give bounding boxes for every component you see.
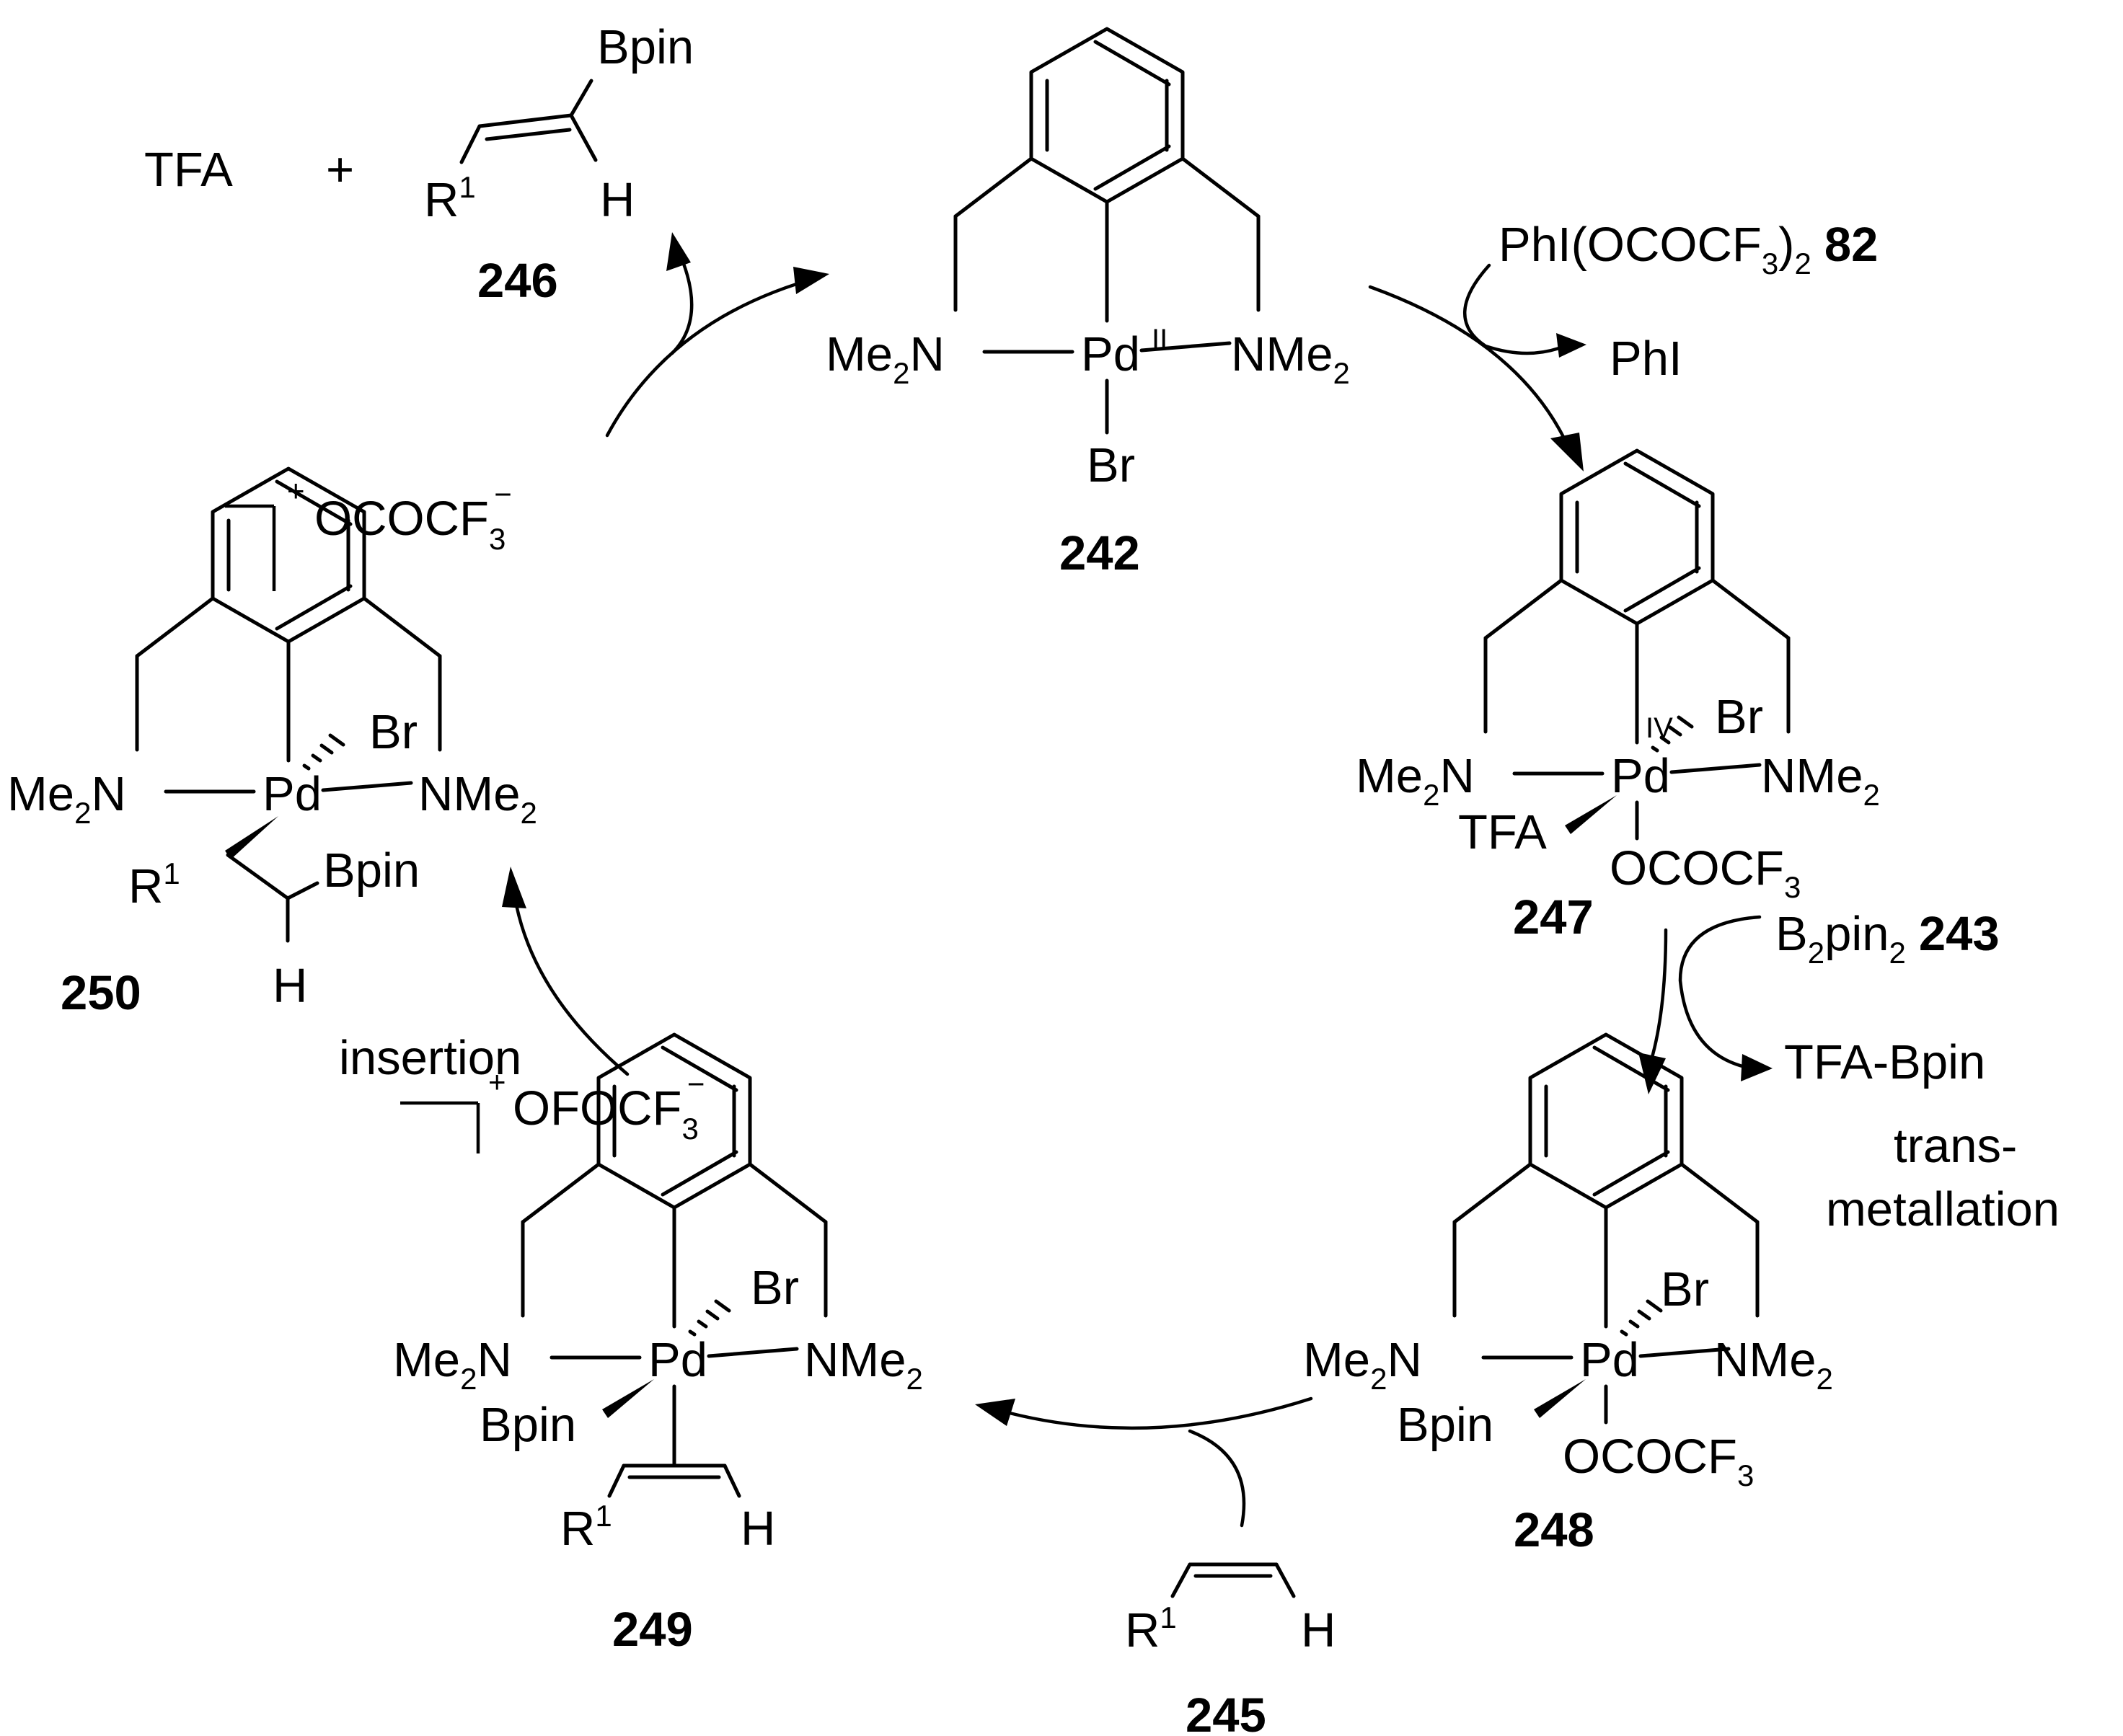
trifluoroacetate-ligand-label: OCOCF3 [1610,841,1801,904]
oxidation-state-label: II [1152,324,1168,355]
r1-substituent-label: R1 [424,170,476,227]
tfa-ligand-label: TFA [1458,805,1547,859]
compound-249: Me2N Pd NMe2 Br Bpin R1 H 249 + OFOCF3− [393,1035,923,1657]
arrow-insertion [502,867,630,1076]
compound-number-250: 250 [61,966,141,1020]
counter-ion-label: OFOCF3− [513,1067,705,1146]
cation-bracket [225,504,276,591]
bromide-label: Br [1661,1262,1709,1316]
alkyl-h-label: H [273,959,307,1013]
compound-number-245: 245 [1186,1688,1266,1736]
bromide-label: Br [1715,690,1763,744]
transmetallation-label-line1: trans- [1894,1119,2017,1173]
tfa-bpin-byproduct-label: TFA-Bpin [1784,1035,1985,1089]
compound-247: IV Me2N Pd NMe2 Br TFA OCOCF3 247 [1356,451,1880,944]
compound-246: TFA + Bpin R1 H 246 [144,20,694,308]
palladium-label: Pd [1580,1333,1639,1387]
vinyl-h-label: H [741,1502,775,1556]
oxidation-state-label: IV [1646,712,1673,744]
palladium-label: Pd [1081,327,1140,381]
insertion-label: insertion [339,1031,521,1085]
amine-right-label: NMe2 [1714,1333,1833,1396]
compound-number-249: 249 [612,1603,693,1657]
bpin-substituent-label: Bpin [597,20,694,74]
amine-right-label: NMe2 [1231,327,1350,390]
transmetallation-label-line2: metallation [1826,1182,2060,1236]
compound-245: R1 H 245 [1125,1562,1336,1736]
palladium-label: Pd [648,1333,707,1387]
amine-right-label: NMe2 [1761,749,1880,812]
plus-sign: + [326,143,354,197]
amine-right-label: NMe2 [804,1333,923,1396]
bpin-ligand-label: Bpin [1397,1398,1493,1452]
vinyl-h-label: H [600,173,635,227]
arrow-oxidative-addition [1368,263,1586,471]
amine-left-label: Me2N [826,327,945,390]
amine-left-label: Me2N [393,1333,512,1396]
cation-charge-label: + [488,1065,506,1099]
amine-left-label: Me2N [7,767,126,830]
compound-248: Me2N Pd NMe2 Br Bpin OCOCF3 248 [1303,1035,1833,1557]
arrow-transmetallation [1638,915,1773,1094]
amine-left-label: Me2N [1356,749,1475,812]
bpin-substituent-label: Bpin [323,843,420,898]
vinyl-h-label: H [1301,1603,1336,1657]
cation-charge-label: + [287,474,305,508]
tfa-coproduct-label: TFA [144,143,233,197]
r1-substituent-label: R1 [1125,1600,1177,1657]
bromide-label: Br [1087,438,1135,492]
palladium-label: Pd [1611,749,1670,803]
compound-number-246: 246 [477,254,558,308]
bromide-label: Br [751,1261,799,1315]
arrow-alkene-coordination [975,1396,1313,1528]
amine-left-label: Me2N [1303,1333,1422,1396]
compound-number-248: 248 [1514,1503,1594,1557]
palladium-label: Pd [262,767,322,821]
cation-bracket [400,1101,480,1153]
compound-number-242: 242 [1059,526,1140,580]
counter-ion-label: OCOCF3− [314,477,512,556]
amine-right-label: NMe2 [418,767,537,830]
bpin-ligand-label: Bpin [480,1398,576,1452]
compound-250: Me2N Pd NMe2 Br R1 Bpin H 250 + OCOCF3− [7,469,537,1020]
iodobenzene-byproduct-label: PhI [1610,332,1682,386]
r1-substituent-label: R1 [128,856,180,913]
arrow-product-release [605,232,829,438]
bromide-label: Br [369,705,418,759]
compound-242: Me2N Pd II NMe2 Br 242 [826,29,1350,580]
r1-substituent-label: R1 [560,1499,612,1556]
compound-number-247: 247 [1513,890,1594,944]
trifluoroacetate-ligand-label: OCOCF3 [1563,1430,1754,1492]
